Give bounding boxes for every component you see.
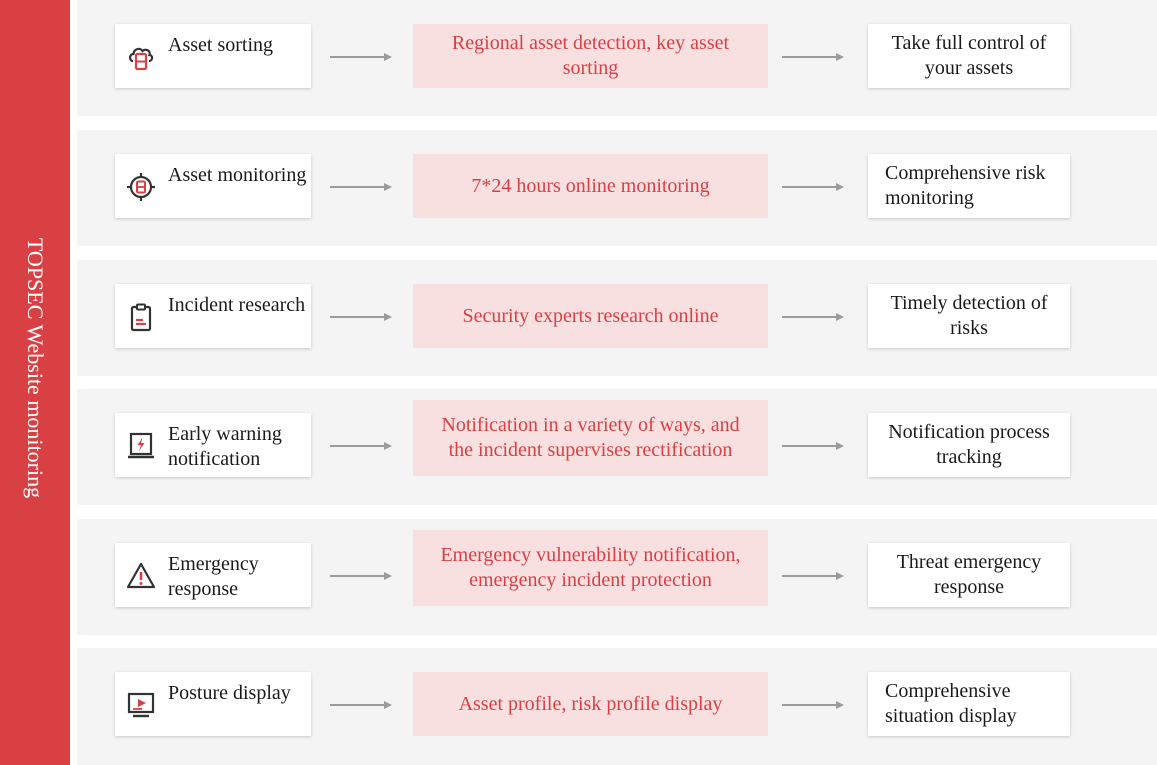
arrow-icon (330, 701, 392, 709)
stage-card: Asset monitoring (115, 154, 311, 218)
result-card: Threat emergency response (868, 543, 1070, 607)
arrow-icon (782, 701, 844, 709)
warning-triangle-icon (126, 561, 156, 591)
stage-label: Incident research (168, 294, 306, 316)
laptop-alert-icon (126, 431, 156, 461)
cloud-database-icon (126, 42, 156, 72)
arrow-icon (330, 572, 392, 580)
arrow-icon (782, 313, 844, 321)
stage-card: Incident research (115, 284, 311, 348)
process-box: 7*24 hours online monitoring (413, 154, 768, 218)
stage-card: Asset sorting (115, 24, 311, 88)
row-early-warning: Early warning notification Notification … (77, 389, 1157, 505)
arrow-icon (330, 442, 392, 450)
arrow-icon (782, 183, 844, 191)
stage-card: Posture display (115, 672, 311, 736)
stage-card: Early warning notification (115, 413, 311, 477)
result-card: Timely detection of risks (868, 284, 1070, 348)
row-asset-monitoring: Asset monitoring 7*24 hours online monit… (77, 130, 1157, 246)
sidebar: TOPSEC Website monitoring (0, 0, 70, 765)
stage-label: Emergency response (168, 553, 259, 600)
result-card: Comprehensive situation display (868, 672, 1070, 736)
result-card: Comprehensive risk monitoring (868, 154, 1070, 218)
target-database-icon (126, 172, 156, 202)
arrow-icon (782, 572, 844, 580)
clipboard-icon (126, 302, 156, 332)
stage-label: Asset monitoring (168, 164, 307, 186)
stage-card: Emergency response (115, 543, 311, 607)
arrow-icon (330, 183, 392, 191)
process-box: Regional asset detection, key asset sort… (413, 24, 768, 88)
arrow-icon (330, 53, 392, 61)
row-emergency-response: Emergency response Emergency vulnerabili… (77, 519, 1157, 635)
row-posture-display: Posture display Asset profile, risk prof… (77, 648, 1157, 765)
result-card: Take full control of your assets (868, 24, 1070, 88)
row-asset-sorting: Asset sorting Regional asset detection, … (77, 0, 1157, 116)
row-incident-research: Incident research Security experts resea… (77, 260, 1157, 376)
arrow-icon (330, 313, 392, 321)
sidebar-title: TOPSEC Website monitoring (23, 237, 48, 499)
process-box: Asset profile, risk profile display (413, 672, 768, 736)
stage-label: Asset sorting (168, 34, 273, 56)
result-card: Notification process tracking (868, 413, 1070, 477)
stage-label: Posture display (168, 682, 291, 704)
monitor-play-icon (126, 690, 156, 720)
process-box: Security experts research online (413, 284, 768, 348)
arrow-icon (782, 53, 844, 61)
stage-label: Early warning notification (168, 423, 282, 470)
process-box: Notification in a variety of ways, and t… (413, 400, 768, 476)
arrow-icon (782, 442, 844, 450)
process-box: Emergency vulnerability notification, em… (413, 530, 768, 606)
